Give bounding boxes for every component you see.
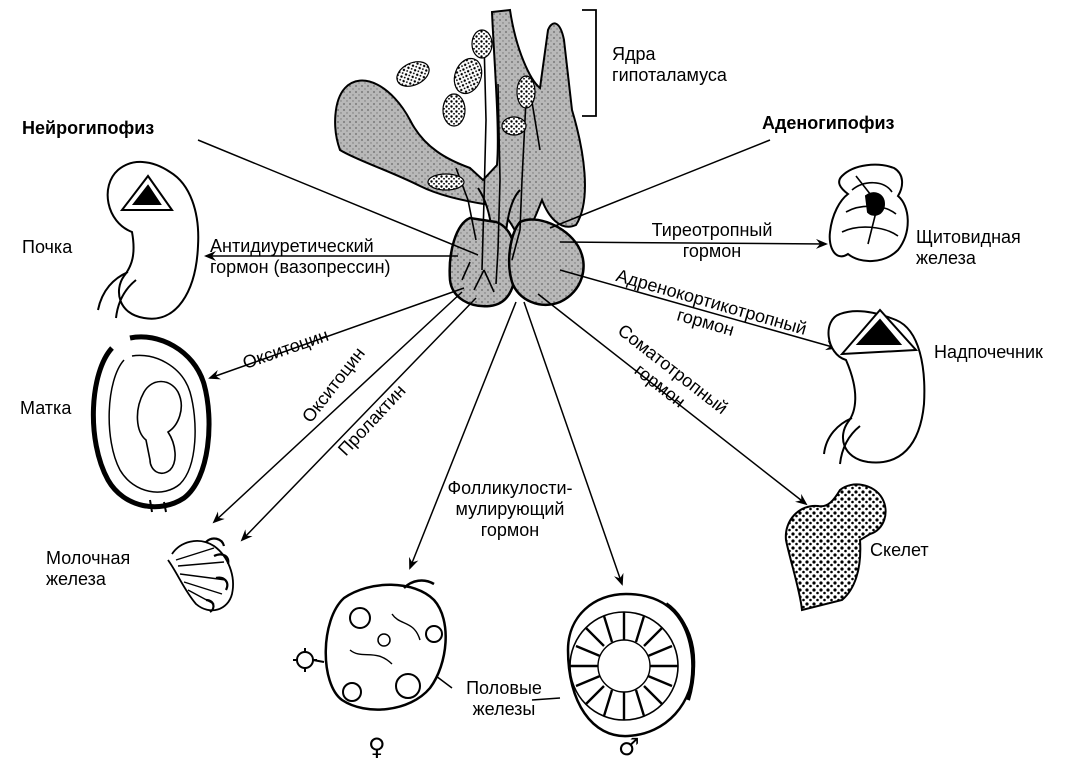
adenohypophysis-lobe xyxy=(509,219,583,304)
hypothalamus-nuclei-label: Ядра гипоталамуса xyxy=(612,44,727,86)
thyroid-line1: Щитовидная xyxy=(916,227,1021,248)
mammary-label: Молочная железа xyxy=(46,548,130,590)
mammary-gland-icon xyxy=(168,539,233,612)
mammary-line1: Молочная xyxy=(46,548,130,569)
gonads-pointer-female xyxy=(436,676,452,688)
gonads-line2: железы xyxy=(454,699,554,720)
nuclei-bracket xyxy=(582,10,596,116)
adh-label: Антидиуретический гормон (вазопрессин) xyxy=(210,236,391,278)
mammary-line2: железа xyxy=(46,569,130,590)
thyroid-icon xyxy=(830,165,908,261)
tsh-line1: Тиреотропный xyxy=(622,220,802,241)
adenohypophysis-label: Аденогипофиз xyxy=(762,113,895,134)
hypothalamus-shape xyxy=(335,10,585,240)
ovary-icon xyxy=(293,581,446,710)
thyroid-label: Щитовидная железа xyxy=(916,227,1021,269)
skeleton-label: Скелет xyxy=(870,540,929,561)
adh-line2: гормон (вазопрессин) xyxy=(210,257,391,278)
hypothalamus-nuclei-line2: гипоталамуса xyxy=(612,65,727,86)
thyroid-line2: железа xyxy=(916,248,1021,269)
female-symbol: ♀ xyxy=(368,735,386,759)
hypothalamus-nuclei-line1: Ядра xyxy=(612,44,727,65)
fsh-line3: гормон xyxy=(420,520,600,541)
kidney-icon xyxy=(98,162,198,319)
kidney-label: Почка xyxy=(22,237,72,258)
testis-icon xyxy=(568,594,694,736)
tsh-line2: гормон xyxy=(622,241,802,262)
tsh-label: Тиреотропный гормон xyxy=(622,220,802,262)
adh-line1: Антидиуретический xyxy=(210,236,391,257)
uterus-label: Матка xyxy=(20,398,71,419)
fsh-line2: мулирующий xyxy=(420,499,600,520)
gonads-label: Половые железы xyxy=(454,678,554,720)
adrenal-kidney-icon xyxy=(824,310,924,464)
gonads-line1: Половые xyxy=(454,678,554,699)
neurohypophysis-label: Нейрогипофиз xyxy=(22,118,154,139)
uterus-icon xyxy=(93,337,209,512)
fsh-label: Фолликулости- мулирующий гормон xyxy=(420,478,600,541)
adrenal-label: Надпочечник xyxy=(934,342,1043,363)
fsh-line1: Фолликулости- xyxy=(420,478,600,499)
male-symbol: ♂ xyxy=(618,735,640,759)
